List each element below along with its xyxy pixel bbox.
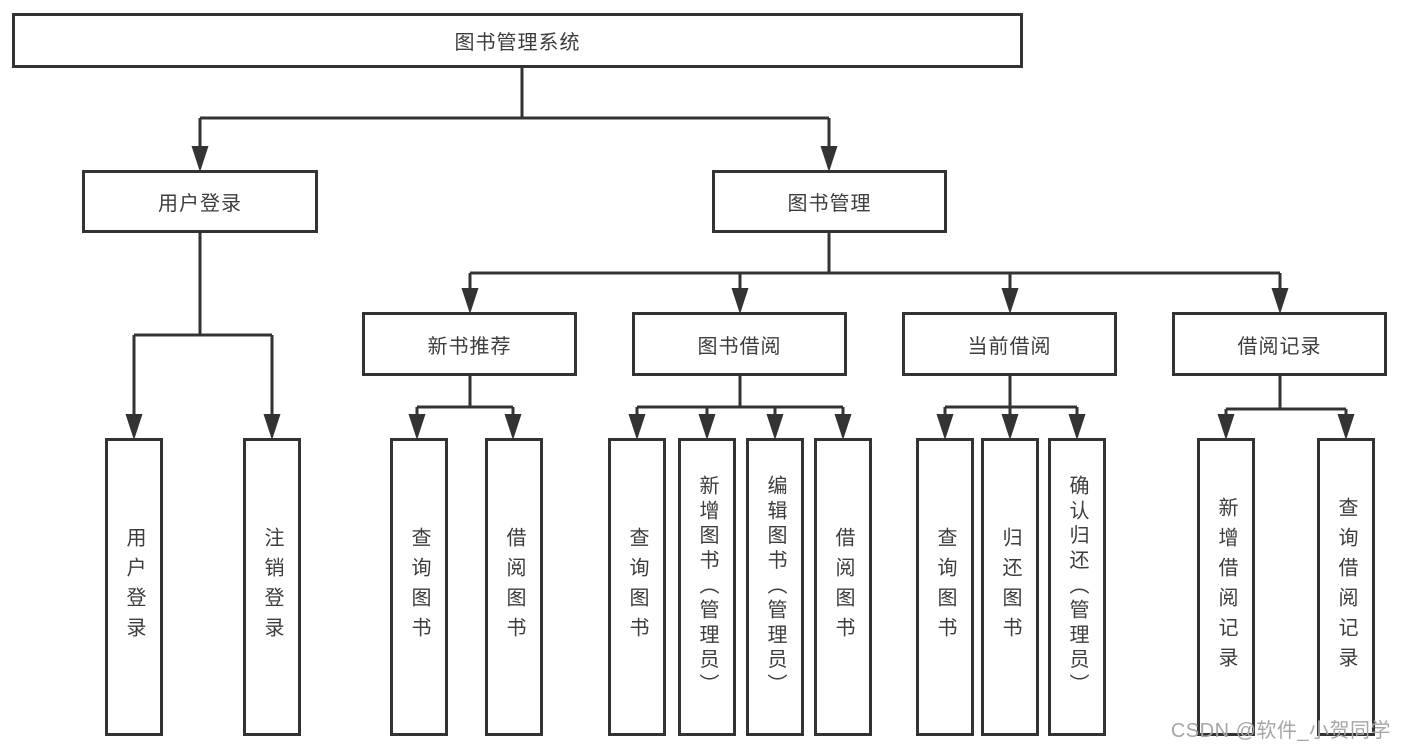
node-label: 新增借阅记录: [1215, 497, 1237, 677]
node-label: 查询图书: [626, 527, 648, 647]
leaf-query-books-current: 查询图书: [916, 438, 974, 736]
node-label: 查询图书: [408, 527, 430, 647]
watermark-text: CSDN @软件_小贺同学: [1170, 720, 1391, 742]
node-label: 新增图书（管理员）: [696, 475, 718, 699]
node-label: 注销登录: [261, 527, 283, 647]
node-label: 当前借阅: [967, 335, 1052, 358]
leaf-borrow-books-borrowing: 借阅图书: [814, 438, 872, 736]
node-label: 确认归还（管理员）: [1066, 475, 1088, 699]
node-borrowing-records: 借阅记录: [1172, 312, 1387, 376]
node-label: 图书借阅: [697, 335, 782, 358]
node-label: 编辑图书（管理员）: [764, 475, 786, 699]
node-library-management-system: 图书管理系统: [12, 13, 1023, 68]
leaf-return-books: 归还图书: [981, 438, 1039, 736]
node-label: 图书管理: [787, 193, 872, 215]
leaf-edit-books-admin: 编辑图书（管理员）: [746, 438, 804, 736]
node-label: 用户登录: [158, 193, 242, 215]
node-user-login: 用户登录: [82, 170, 318, 233]
node-current-borrowing: 当前借阅: [902, 312, 1117, 376]
node-label: 归还图书: [999, 527, 1021, 647]
leaf-add-borrow-record: 新增借阅记录: [1197, 438, 1255, 736]
leaf-borrow-books-recommend: 借阅图书: [485, 438, 543, 736]
node-label: 查询图书: [934, 527, 956, 647]
node-new-book-recommendation: 新书推荐: [362, 312, 577, 376]
node-label: 用户登录: [123, 527, 145, 647]
leaf-query-borrow-record: 查询借阅记录: [1317, 438, 1375, 736]
node-book-management: 图书管理: [712, 170, 947, 233]
leaf-user-login: 用户登录: [105, 438, 163, 736]
node-label: 图书管理系统: [454, 32, 581, 54]
leaf-query-books-borrowing: 查询图书: [608, 438, 666, 736]
leaf-confirm-return-admin: 确认归还（管理员）: [1048, 438, 1106, 736]
node-label: 借阅图书: [503, 527, 525, 647]
node-label: 借阅记录: [1237, 335, 1322, 358]
leaf-logout: 注销登录: [243, 438, 301, 736]
node-label: 借阅图书: [832, 527, 854, 647]
node-label: 查询借阅记录: [1335, 497, 1357, 677]
node-book-borrowing: 图书借阅: [632, 312, 847, 376]
leaf-query-books-recommend: 查询图书: [390, 438, 448, 736]
node-label: 新书推荐: [427, 335, 512, 358]
leaf-add-books-admin: 新增图书（管理员）: [678, 438, 736, 736]
